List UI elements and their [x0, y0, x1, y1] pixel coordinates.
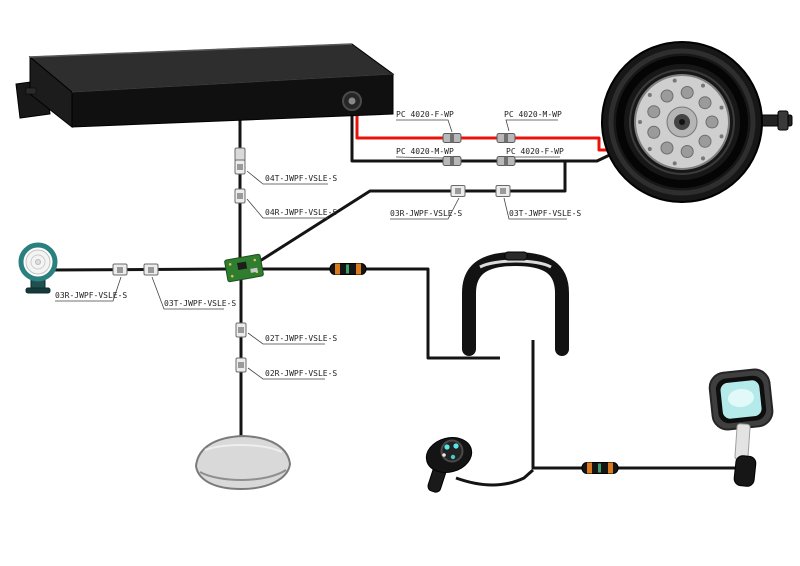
- thumb-throttle: [425, 437, 473, 493]
- label-jwpf-03t-motor: 03T-JWPF-VSLE-S: [509, 209, 581, 218]
- label-jwpf-03r-motor: 03R-JWPF-VSLE-S: [390, 209, 462, 218]
- label-jwpf-04t: 04T-JWPF-VSLE-S: [265, 174, 337, 183]
- battery-pack: [15, 43, 395, 129]
- hub-motor: [601, 41, 793, 203]
- jwpf-connector-04r: [234, 188, 246, 204]
- label-jwpf-02t: 02T-JWPF-VSLE-S: [265, 334, 337, 343]
- label-pc4020-f-top: PC 4020-F-WP: [396, 110, 454, 119]
- label-jwpf-02r: 02R-JWPF-VSLE-S: [265, 369, 337, 378]
- label-jwpf-04r: 04R-JWPF-VSLE-S: [265, 208, 337, 217]
- throttle-button-2: [453, 443, 459, 449]
- wire-headlight-controller: [49, 267, 231, 272]
- label-leaders: [55, 119, 567, 380]
- label-pc4020-m-mid: PC 4020-M-WP: [396, 147, 454, 156]
- bullet-connector-m-mid: [442, 156, 462, 166]
- battery-lead-connector: [234, 147, 246, 162]
- jwpf-connector-02t: [235, 322, 247, 338]
- jwpf-connectors: [112, 147, 511, 373]
- jwpf-connector-03t-headlight: [143, 263, 159, 276]
- throttle-button-1: [444, 444, 450, 450]
- waterproof-connector-center: [329, 263, 367, 275]
- jwpf-connector-03t-motor: [495, 185, 511, 197]
- label-pc4020-m-top: PC 4020-M-WP: [504, 110, 562, 119]
- motor-spoke-holes: [647, 86, 719, 158]
- bullet-connectors: [442, 133, 516, 166]
- wire-motor-hall-controller: [251, 161, 567, 268]
- wire-fork-display: [531, 340, 738, 470]
- motor-bolts: [638, 78, 724, 166]
- jwpf-connector-03r-motor: [450, 185, 466, 197]
- front-fork: [462, 251, 569, 356]
- label-jwpf-03t-headlight: 03T-JWPF-VSLE-S: [164, 299, 236, 308]
- label-jwpf-03r-headlight: 03R-JWPF-VSLE-S: [55, 291, 127, 300]
- jwpf-connector-03r-headlight: [112, 263, 128, 276]
- throttle-button-3: [450, 454, 456, 460]
- connector-labels: PC 4020-F-WP PC 4020-M-WP PC 4020-M-WP P…: [55, 110, 581, 378]
- wire-battery-motor-red: [355, 110, 618, 152]
- headlight: [18, 242, 58, 294]
- wire-battery-motor-black: [350, 110, 617, 163]
- bullet-connector-f-top: [442, 133, 462, 143]
- saddle: [194, 434, 292, 491]
- jwpf-connector-04t: [234, 159, 246, 175]
- display-unit: [708, 368, 774, 487]
- bullet-connector-m-top: [496, 133, 516, 143]
- bullet-connector-f-mid: [496, 156, 516, 166]
- wire-throttle: [455, 468, 534, 487]
- waterproof-connector-right: [581, 462, 619, 474]
- label-pc4020-f-mid: PC 4020-F-WP: [506, 147, 564, 156]
- controller-pcb: [224, 253, 264, 283]
- jwpf-connector-02r: [235, 357, 247, 373]
